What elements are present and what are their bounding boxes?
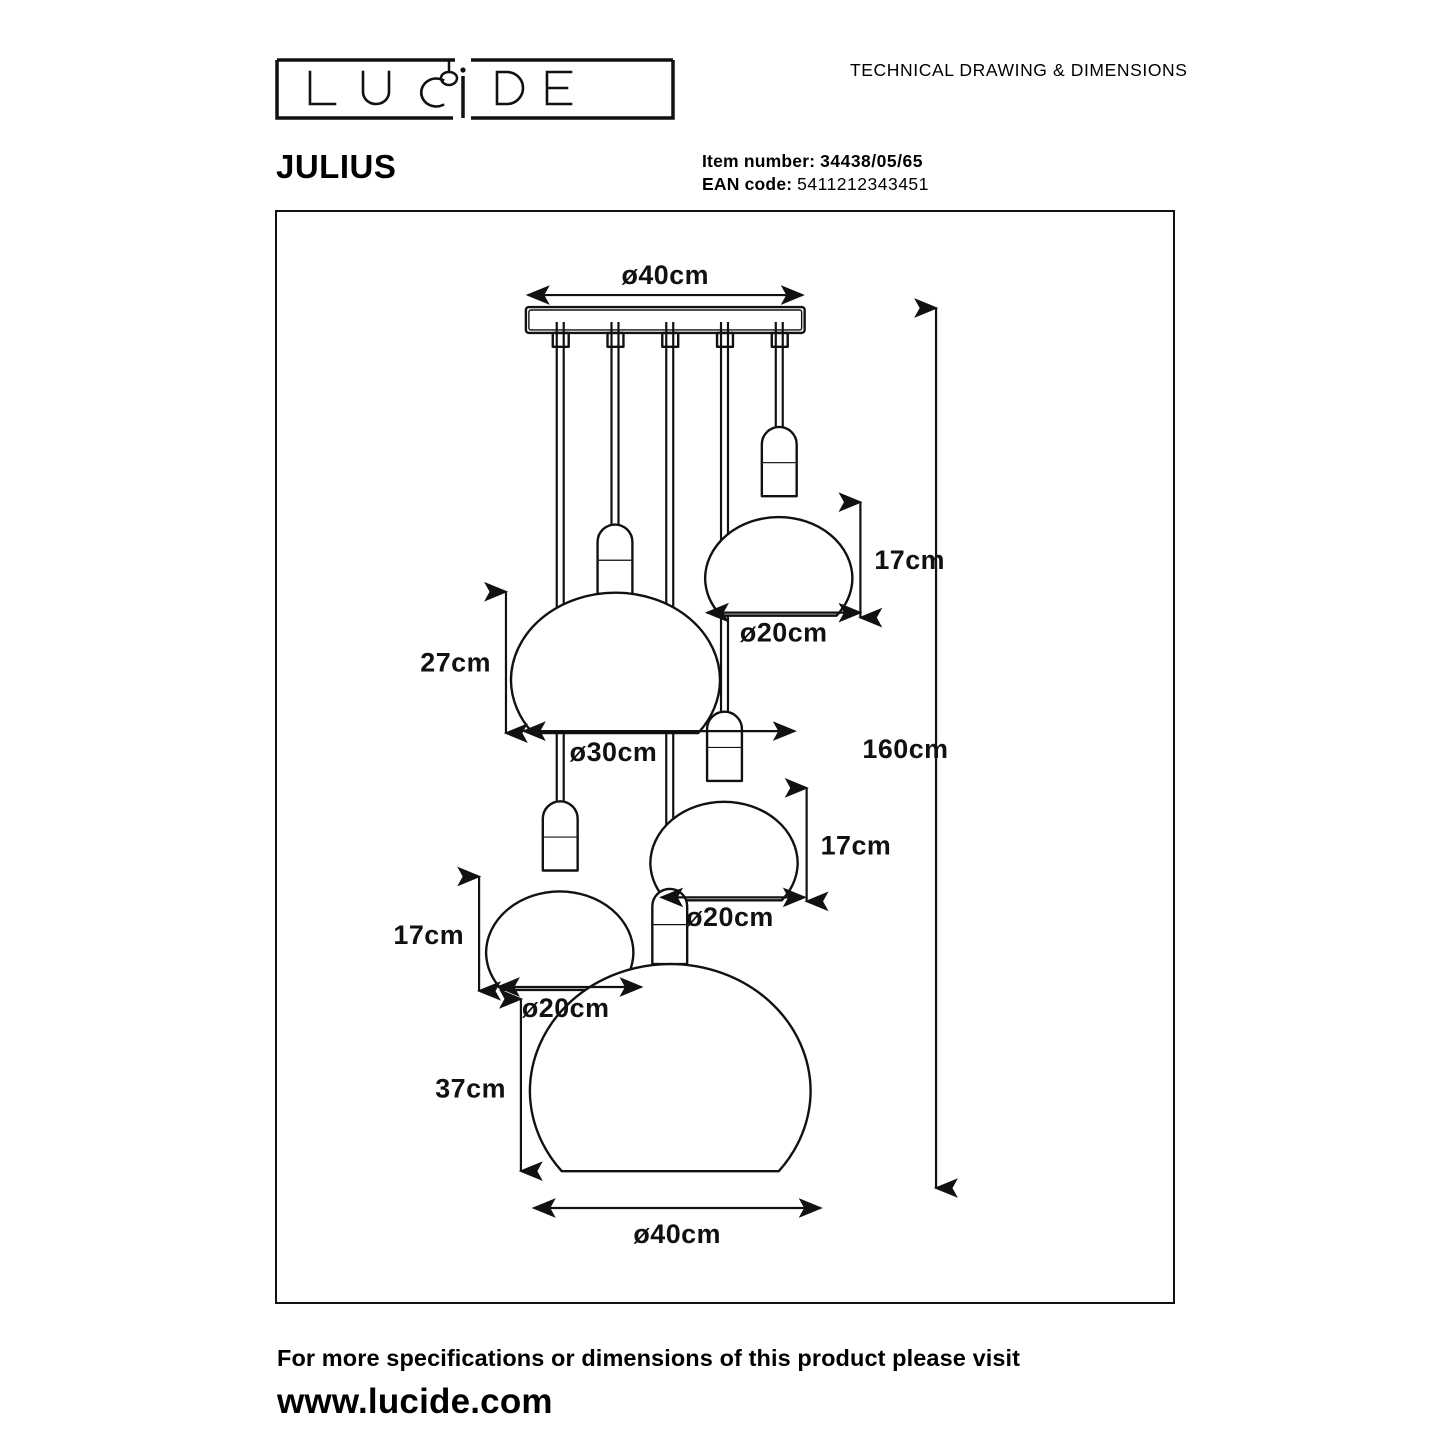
footer-note: For more specifications or dimensions of… (277, 1345, 1021, 1371)
ean-code-label: EAN code (702, 174, 787, 194)
technical-drawing-caption: TECHNICAL DRAWING & DIMENSIONS (850, 60, 1188, 80)
item-number-label: Item number: (702, 151, 816, 171)
label-total-drop: 160cm (862, 734, 948, 764)
technical-drawing-frame: ø40cm 160cm 17cm ø20cm 27cm ø30cm 17cm ø… (275, 210, 1175, 1304)
lamp-center-large (509, 523, 722, 735)
label-center-large-height: 27cm (420, 647, 491, 677)
canopy-bar (524, 305, 806, 349)
label-canopy-width: ø40cm (621, 260, 709, 290)
label-top-right-diameter: ø20cm (740, 618, 828, 648)
lucide-logo (275, 58, 675, 120)
item-number-row: Item number: 34438/05/65 (702, 150, 929, 173)
label-top-right-height: 17cm (874, 545, 945, 575)
item-number-value: 34438/05/65 (820, 151, 923, 171)
item-metadata: Item number: 34438/05/65 EAN code: 54112… (702, 150, 929, 196)
label-bottom-large-height: 37cm (435, 1073, 506, 1103)
label-left-lower-height: 17cm (393, 920, 464, 950)
ean-code-value: 5411212343451 (797, 174, 929, 194)
label-center-large-diameter: ø30cm (570, 737, 658, 767)
label-left-lower-diameter: ø20cm (522, 993, 610, 1023)
ean-code-separator: : (786, 174, 793, 194)
lamp-top-right (703, 425, 854, 617)
label-middle-right-diameter: ø20cm (686, 902, 774, 932)
label-middle-right-height: 17cm (821, 831, 892, 861)
page-title: JULIUS (276, 148, 397, 185)
lamp-left-lower (484, 800, 635, 992)
technical-drawing: ø40cm 160cm 17cm ø20cm 27cm ø30cm 17cm ø… (393, 260, 958, 1249)
footer-url[interactable]: www.lucide.com (277, 1382, 553, 1421)
lamp-middle-right (649, 710, 799, 902)
label-bottom-large-diameter: ø40cm (633, 1219, 721, 1249)
ean-code-row: EAN code: 5411212343451 (702, 173, 929, 196)
